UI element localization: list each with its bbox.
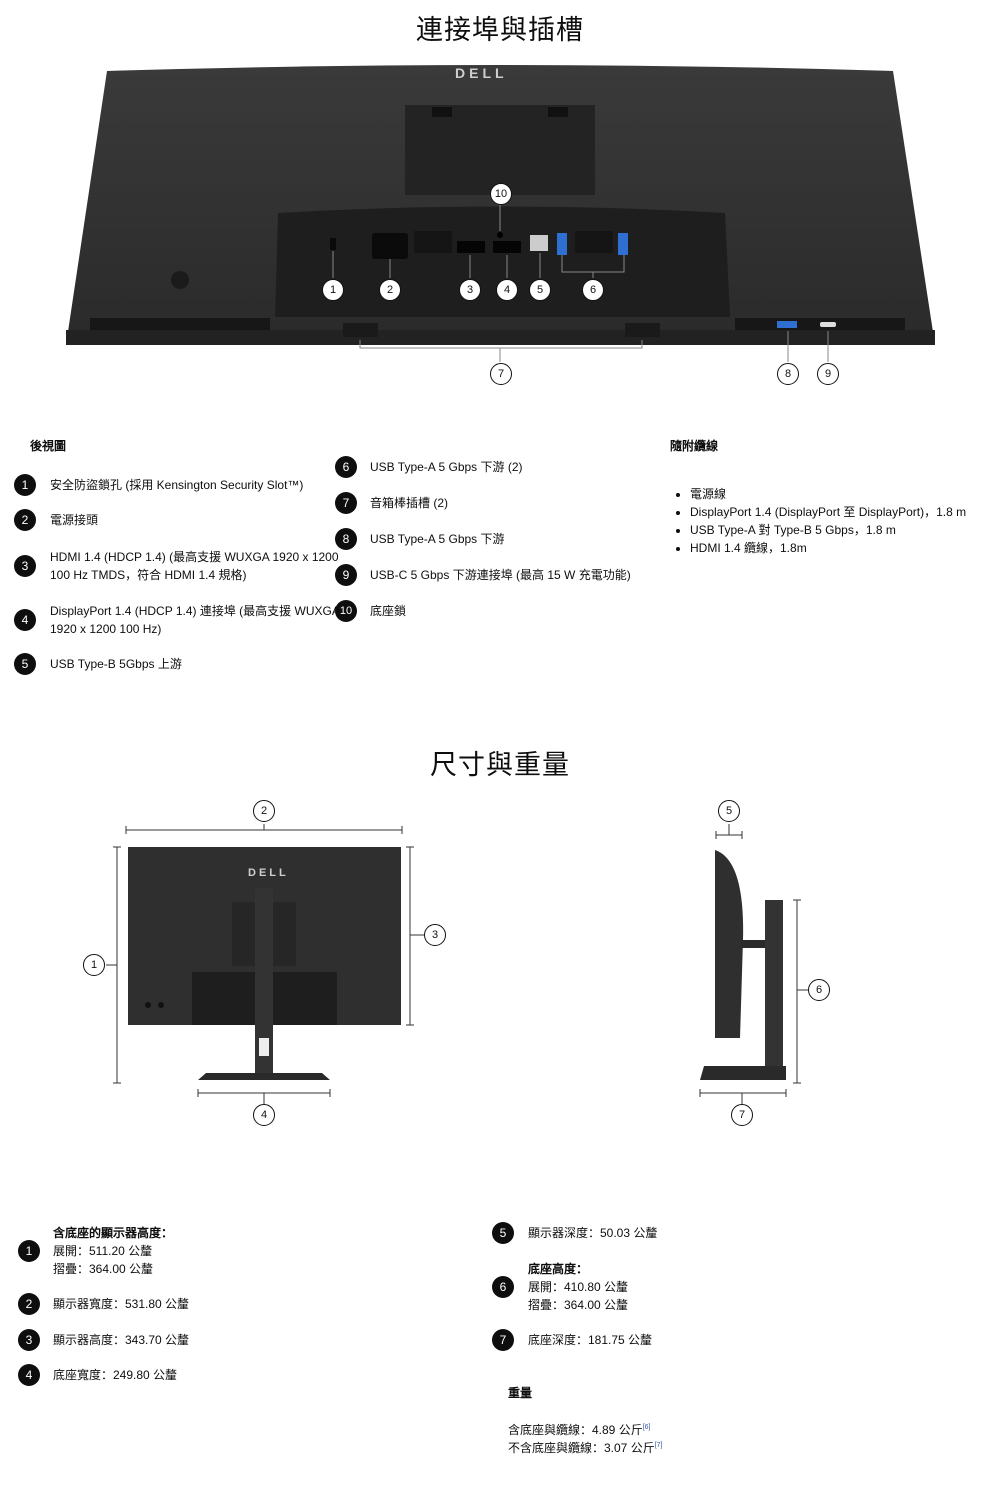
- port-item-2: 電源接頭: [50, 513, 99, 527]
- port-item-4-line2: 1920 x 1200 100 Hz): [50, 622, 162, 636]
- item-badge: 3: [14, 555, 36, 577]
- dim-item-1-title: 含底座的顯示器高度：: [53, 1226, 174, 1240]
- port-item-1: 安全防盜鎖孔 (採用 Kensington Security Slot™): [50, 478, 304, 492]
- dim-item-6-line1: 展開：410.80 公釐: [528, 1280, 629, 1294]
- port-item-5: USB Type-B 5Gbps 上游: [50, 657, 182, 671]
- item-badge: 2: [14, 509, 36, 531]
- weight-title: 重量: [508, 1386, 533, 1400]
- rear-dell-logo: DELL: [455, 65, 508, 81]
- port-item-9: USB-C 5 Gbps 下游連接埠 (最高 15 W 充電功能): [370, 568, 631, 582]
- item-badge: 4: [18, 1364, 40, 1386]
- weight-without-text: 不含底座與纜線：3.07 公斤: [508, 1441, 655, 1455]
- item-badge: 2: [18, 1293, 40, 1315]
- ports-title: 連接埠與插槽: [416, 15, 584, 46]
- item-badge: 9: [335, 564, 357, 586]
- cables-title: 隨附纜線: [670, 439, 719, 453]
- port-item-8: USB Type-A 5 Gbps 下游: [370, 532, 505, 546]
- dim-item-2: 顯示器寬度：531.80 公釐: [53, 1297, 190, 1311]
- item-badge: 7: [492, 1329, 514, 1351]
- weight-without-stand: 不含底座與纜線：3.07 公斤[7]: [508, 1437, 663, 1457]
- port-item-10: 底座鎖: [370, 604, 407, 618]
- callout-2: 2: [379, 279, 401, 301]
- cable-item: DisplayPort 1.4 (DisplayPort 至 DisplayPo…: [690, 503, 992, 521]
- item-badge: 3: [18, 1329, 40, 1351]
- port-item-3-line1: HDMI 1.4 (HDCP 1.4) (最高支援 WUXGA 1920 x 1…: [50, 550, 339, 564]
- rear-view-image: [66, 65, 935, 362]
- weight-with-stand: 含底座與纜線：4.89 公斤[6]: [508, 1419, 651, 1439]
- dimensions-title: 尺寸與重量: [430, 750, 570, 781]
- dim-item-6-line2: 摺疊：364.00 公釐: [528, 1298, 629, 1312]
- dim-callout-2: 2: [253, 800, 275, 822]
- dim-item-1-line2: 摺疊：364.00 公釐: [53, 1262, 154, 1276]
- rear-view-label: 後視圖: [30, 439, 67, 453]
- weight-with-text: 含底座與纜線：4.89 公斤: [508, 1423, 643, 1437]
- item-badge: 5: [492, 1222, 514, 1244]
- item-badge: 4: [14, 609, 36, 631]
- port-item-6: USB Type-A 5 Gbps 下游 (2): [370, 460, 523, 474]
- dim-callout-5: 5: [718, 800, 740, 822]
- footnote-link[interactable]: [7]: [654, 1442, 663, 1449]
- dim-callout-4: 4: [253, 1104, 275, 1126]
- callout-1: 1: [322, 279, 344, 301]
- item-badge: 5: [14, 653, 36, 675]
- cables-list: 電源線 DisplayPort 1.4 (DisplayPort 至 Displ…: [672, 485, 992, 557]
- port-item-3-line2: 100 Hz TMDS，符合 HDMI 1.4 規格): [50, 568, 247, 582]
- cable-item: HDMI 1.4 纜線，1.8m: [690, 539, 992, 557]
- item-badge: 1: [14, 474, 36, 496]
- item-badge: 10: [335, 600, 357, 622]
- item-badge: 8: [335, 528, 357, 550]
- dim-item-1-line1: 展開：511.20 公釐: [53, 1244, 153, 1258]
- dim-item-7: 底座深度：181.75 公釐: [528, 1333, 653, 1347]
- dim-item-5: 顯示器深度：50.03 公釐: [528, 1226, 658, 1240]
- item-badge: 7: [335, 492, 357, 514]
- callout-4: 4: [496, 279, 518, 301]
- footnote-link[interactable]: [6]: [642, 1424, 651, 1431]
- callout-3: 3: [459, 279, 481, 301]
- dim-item-3: 顯示器高度：343.70 公釐: [53, 1333, 190, 1347]
- callout-7: 7: [490, 363, 512, 385]
- callout-5: 5: [529, 279, 551, 301]
- dim-item-4: 底座寬度：249.80 公釐: [53, 1368, 178, 1382]
- front-dell-logo: DELL: [248, 867, 289, 879]
- callout-9: 9: [817, 363, 839, 385]
- port-item-4-line1: DisplayPort 1.4 (HDCP 1.4) 連接埠 (最高支援 WUX…: [50, 604, 340, 618]
- port-item-7: 音箱棒插槽 (2): [370, 496, 449, 510]
- cable-item: 電源線: [690, 485, 992, 503]
- dim-callout-7: 7: [731, 1104, 753, 1126]
- item-badge: 1: [18, 1240, 40, 1262]
- item-badge: 6: [492, 1276, 514, 1298]
- cable-item: USB Type-A 對 Type-B 5 Gbps，1.8 m: [690, 521, 992, 539]
- callout-8: 8: [777, 363, 799, 385]
- dim-callout-1: 1: [83, 954, 105, 976]
- item-badge: 6: [335, 456, 357, 478]
- dim-item-6-title: 底座高度：: [528, 1262, 589, 1276]
- dim-callout-6: 6: [808, 979, 830, 1001]
- dim-callout-3: 3: [424, 924, 446, 946]
- front-dimension-image: [106, 824, 808, 1104]
- callout-6: 6: [582, 279, 604, 301]
- callout-10: 10: [490, 183, 512, 205]
